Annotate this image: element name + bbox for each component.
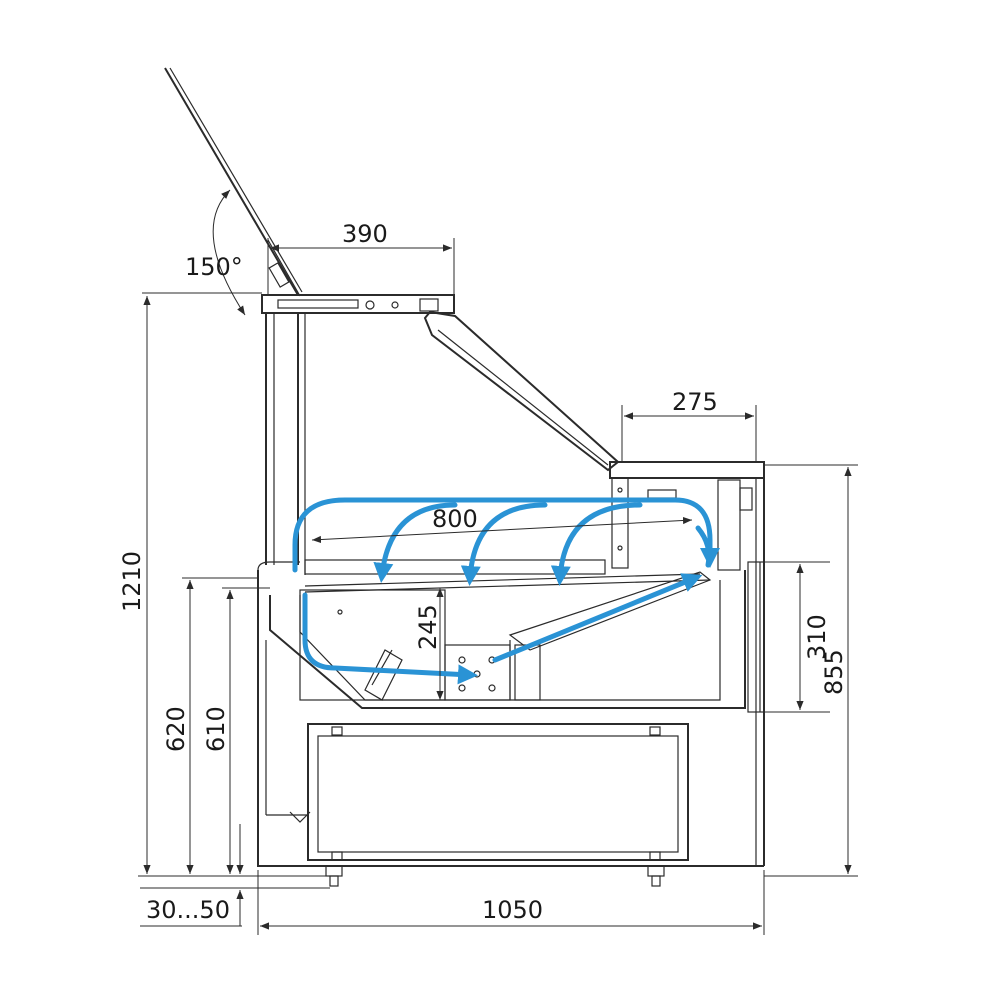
shelf	[304, 559, 606, 575]
lid-hinge	[268, 262, 290, 288]
top-frame	[261, 294, 455, 314]
cabinet-structure	[164, 67, 765, 887]
dim-counter-depth: 275	[672, 388, 718, 416]
lid-glass-line	[164, 67, 299, 296]
dim-total-height: 1210	[118, 551, 146, 612]
foot-front	[647, 865, 665, 877]
dim-top-depth: 390	[342, 220, 388, 248]
dimension-lines	[138, 189, 858, 935]
dimension-labels: 150° 390 275 800 245 310 855 1210 620 61…	[118, 220, 848, 924]
airflow-main-curtain	[292, 497, 720, 573]
dim-height-620: 620	[162, 706, 190, 752]
fan	[364, 649, 403, 701]
dim-total-depth: 1050	[482, 896, 543, 924]
dim-tray-depth: 245	[414, 604, 442, 650]
dim-cabinet-opening: 310	[803, 614, 831, 660]
front-glass	[423, 310, 620, 472]
cabinet-outline	[257, 570, 764, 867]
dim-height-610: 610	[202, 706, 230, 752]
airflow-evaporator	[492, 573, 703, 663]
foot-rear	[325, 865, 343, 877]
counter-top	[609, 461, 765, 479]
dim-foot-adjust: 30...50	[146, 896, 230, 924]
airflow-drop-2	[460, 502, 548, 586]
machine-compartment	[307, 723, 689, 861]
airflow-return	[302, 592, 478, 685]
airflow-arrows	[292, 497, 720, 685]
dim-shelf-width: 800	[432, 505, 478, 533]
dim-lid-angle: 150°	[185, 253, 243, 281]
dim-counter-height: 855	[820, 649, 848, 695]
